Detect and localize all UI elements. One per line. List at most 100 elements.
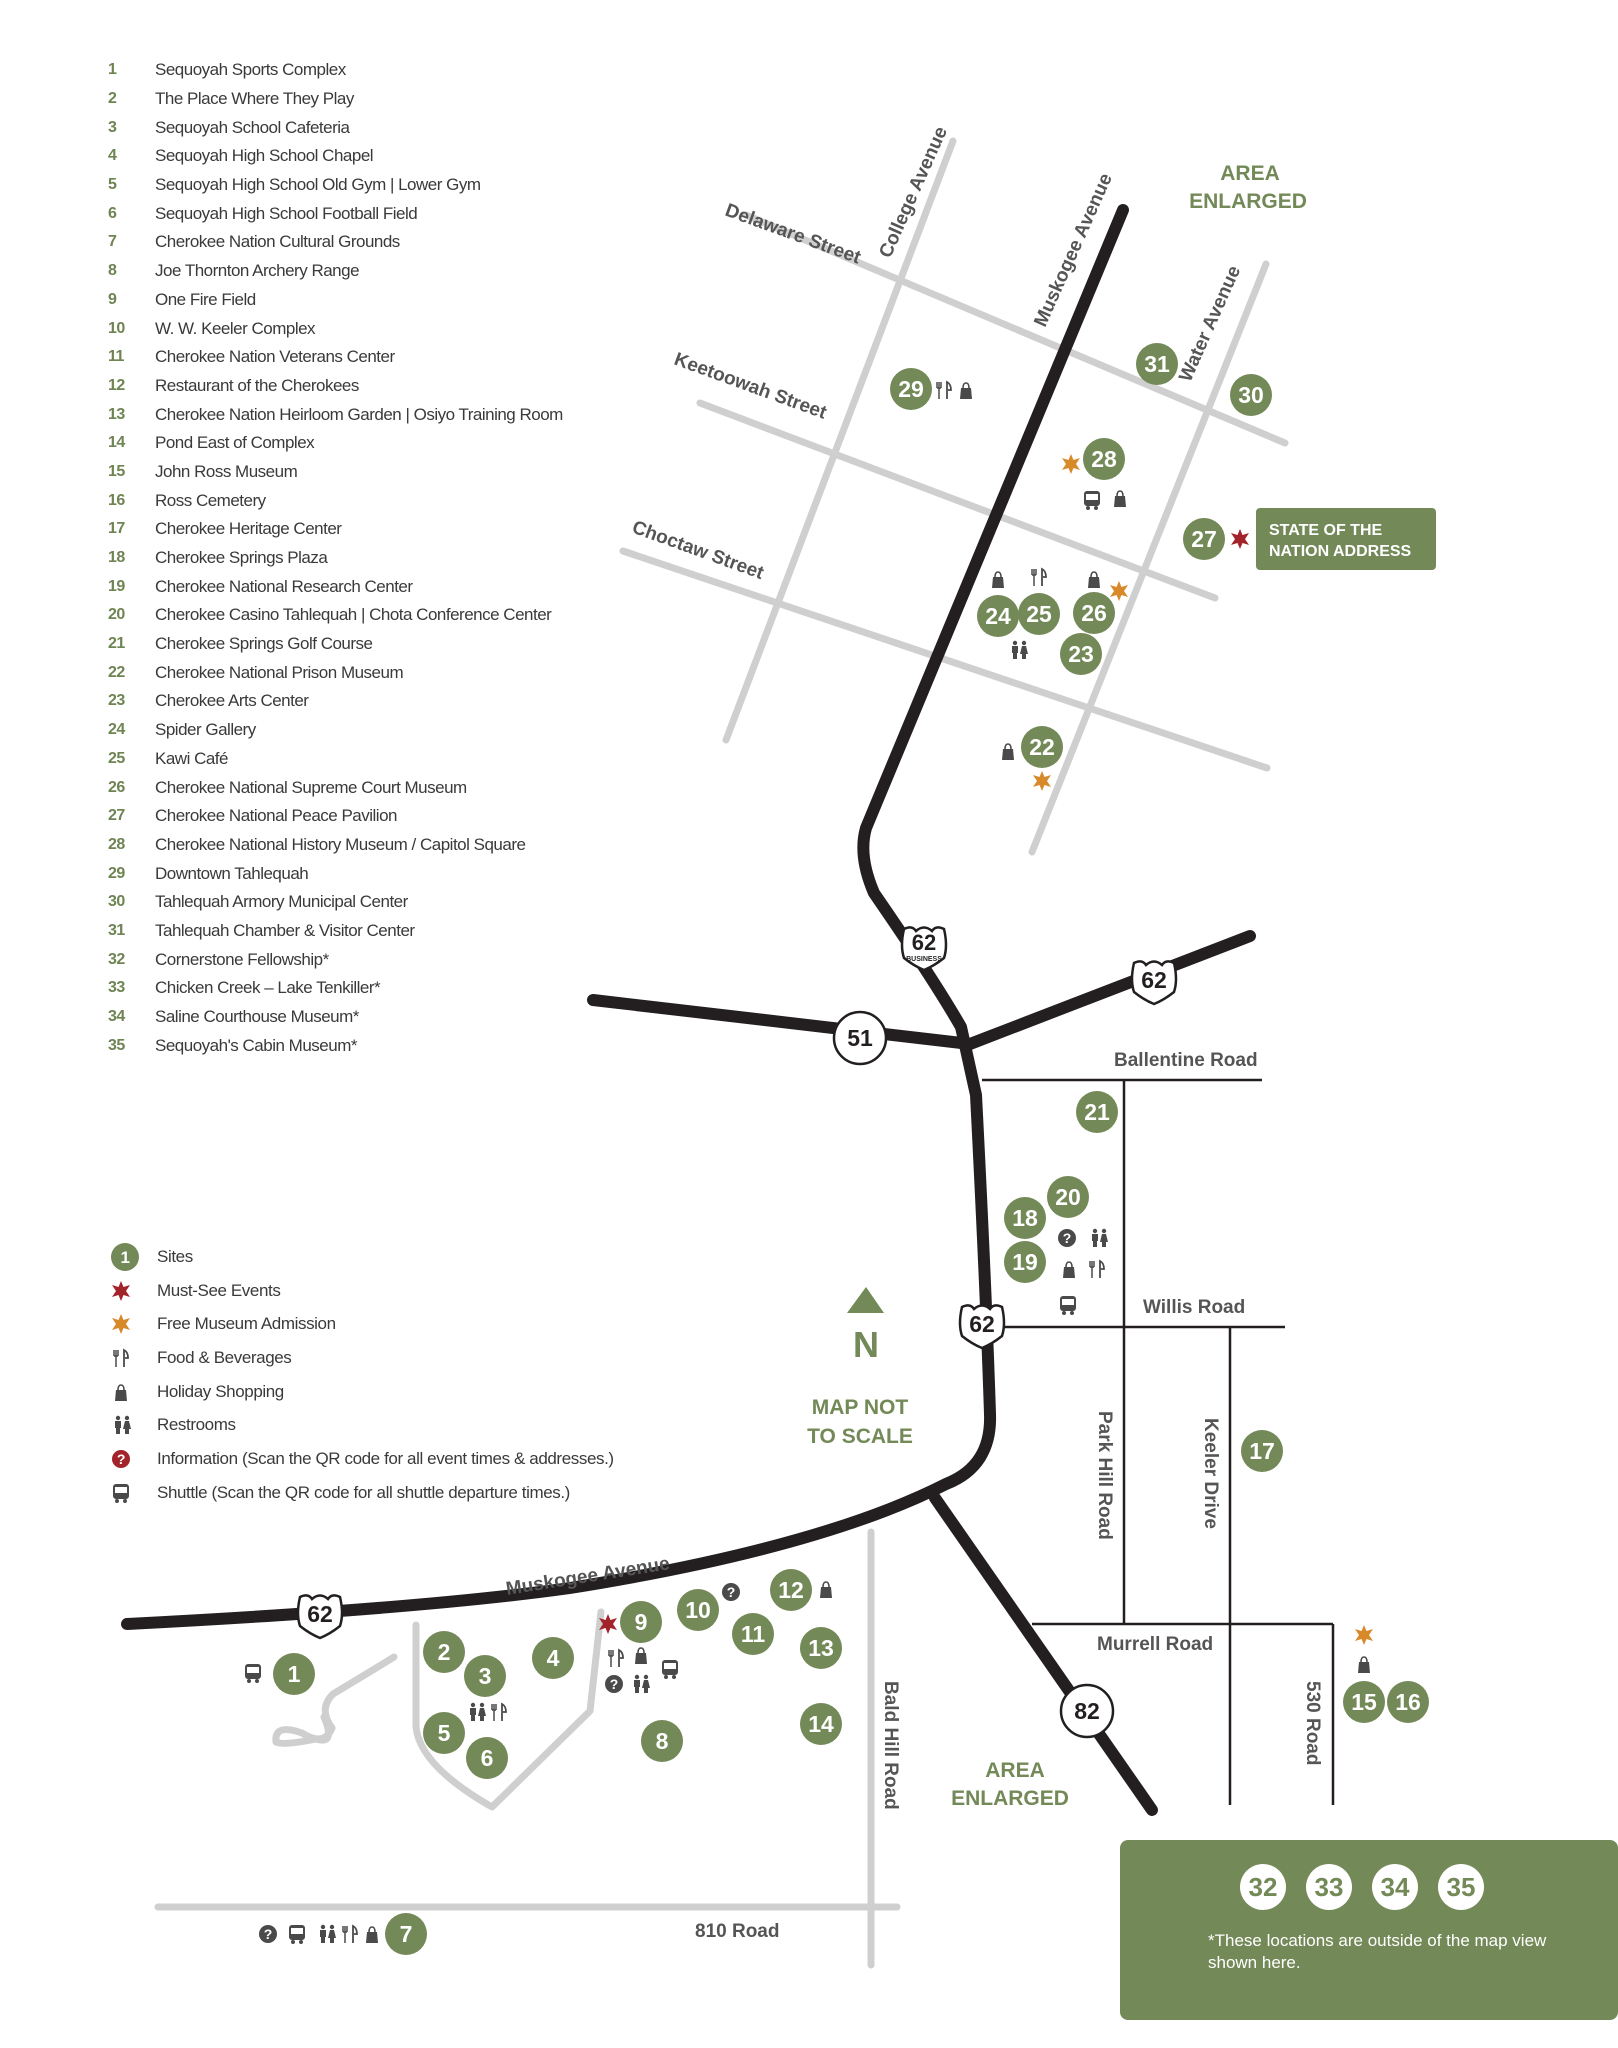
must-see-star-icon <box>108 1280 157 1302</box>
site-marker-34[interactable]: 34 <box>1372 1864 1418 1910</box>
svg-text:62: 62 <box>912 930 936 955</box>
information-icon <box>605 1675 623 1693</box>
svg-text:21: 21 <box>1084 1099 1110 1125</box>
site-marker-3[interactable]: 3 <box>464 1655 506 1697</box>
legend-item: Shuttle (Scan the QR code for all shuttl… <box>108 1476 614 1510</box>
site-marker-27[interactable]: 27 <box>1183 518 1225 560</box>
street-label-ballentine: Ballentine Road <box>1114 1050 1258 1071</box>
site-name: Ross Cemetery <box>155 490 266 510</box>
site-name: Cherokee Heritage Center <box>155 519 342 539</box>
site-marker-29[interactable]: 29 <box>890 368 932 410</box>
site-marker-19[interactable]: 19 <box>1004 1241 1046 1283</box>
site-marker-1[interactable]: 1 <box>273 1653 315 1695</box>
svg-text:9: 9 <box>635 1609 648 1635</box>
site-marker-16[interactable]: 16 <box>1387 1681 1429 1723</box>
site-marker-14[interactable]: 14 <box>800 1703 842 1745</box>
svg-text:19: 19 <box>1012 1249 1038 1275</box>
legend-item: Restrooms <box>108 1408 614 1442</box>
site-marker-6[interactable]: 6 <box>466 1737 508 1779</box>
street-label-park-hill: Park Hill Road <box>1094 1411 1115 1540</box>
site-marker-15[interactable]: 15 <box>1343 1681 1385 1723</box>
shopping-bag-icon <box>365 1926 379 1944</box>
site-marker-25[interactable]: 25 <box>1018 593 1060 635</box>
svg-text:82: 82 <box>1074 1698 1100 1724</box>
site-marker-11[interactable]: 11 <box>732 1613 774 1655</box>
street-label-murrell: Murrell Road <box>1097 1634 1213 1655</box>
site-marker-17[interactable]: 17 <box>1241 1430 1283 1472</box>
site-number: 17 <box>108 520 125 538</box>
site-marker-8[interactable]: 8 <box>641 1720 683 1762</box>
site-marker-5[interactable]: 5 <box>423 1712 465 1754</box>
svg-text:MAP NOT: MAP NOT <box>812 1396 909 1419</box>
svg-text:1: 1 <box>288 1661 301 1687</box>
site-marker-22[interactable]: 22 <box>1021 726 1063 768</box>
svg-text:62: 62 <box>1141 967 1167 993</box>
street-label-willis: Willis Road <box>1143 1297 1245 1318</box>
legend-label: Food & Beverages <box>157 1347 292 1367</box>
shuttle-bus-icon <box>108 1482 157 1504</box>
site-number: 14 <box>108 434 125 452</box>
site-name: Tahlequah Chamber & Visitor Center <box>155 920 415 940</box>
legend-label: Sites <box>157 1246 193 1266</box>
site-marker-30[interactable]: 30 <box>1230 374 1272 416</box>
shopping-bag-icon <box>959 382 973 400</box>
site-number: 1 <box>108 61 117 79</box>
site-marker-32[interactable]: 32 <box>1240 1864 1286 1910</box>
site-number: 4 <box>108 147 117 165</box>
site-name: W. W. Keeler Complex <box>155 318 316 338</box>
restroom-icon <box>470 1702 486 1721</box>
site-marker-13[interactable]: 13 <box>800 1627 842 1669</box>
site-name: Sequoyah Sports Complex <box>155 60 346 80</box>
site-name: One Fire Field <box>155 289 256 309</box>
north-arrow: N <box>847 1287 884 1365</box>
site-marker-2[interactable]: 2 <box>423 1631 465 1673</box>
legend-label: Shuttle (Scan the QR code for all shuttl… <box>157 1482 570 1502</box>
fork-knife-icon <box>936 381 952 400</box>
svg-text:20: 20 <box>1055 1184 1081 1210</box>
site-marker-35[interactable]: 35 <box>1438 1864 1484 1910</box>
outside-locations-panel: 32 33 34 35 *These locations are outside… <box>1120 1840 1618 2020</box>
free-admission-star-icon <box>1033 771 1051 791</box>
site-marker-23[interactable]: 23 <box>1060 633 1102 675</box>
site-marker-18[interactable]: 18 <box>1004 1197 1046 1239</box>
restroom-icon <box>1092 1228 1108 1247</box>
site-marker-26[interactable]: 26 <box>1073 592 1115 634</box>
street-label-water: Water Avenue <box>1175 263 1245 385</box>
site-marker-9[interactable]: 9 <box>620 1601 662 1643</box>
svg-text:30: 30 <box>1238 382 1264 408</box>
site-number: 35 <box>108 1036 125 1054</box>
site-marker-33[interactable]: 33 <box>1306 1864 1352 1910</box>
fork-knife-icon <box>608 1649 624 1668</box>
shopping-bag-icon <box>1062 1261 1076 1279</box>
site-marker-7[interactable]: 7 <box>385 1913 427 1955</box>
site-marker-24[interactable]: 24 <box>977 595 1019 637</box>
legend-label: Restrooms <box>157 1415 236 1435</box>
site-marker-28[interactable]: 28 <box>1083 438 1125 480</box>
svg-text:24: 24 <box>985 603 1011 629</box>
site-marker-21[interactable]: 21 <box>1076 1091 1118 1133</box>
svg-text:ENLARGED: ENLARGED <box>1189 190 1307 213</box>
site-name: Downtown Tahlequah <box>155 863 309 883</box>
site-number: 24 <box>108 721 125 739</box>
site-name: Cherokee Nation Heirloom Garden | Osiyo … <box>155 404 563 424</box>
site-name: Cherokee Arts Center <box>155 691 309 711</box>
site-marker-10[interactable]: 10 <box>677 1589 719 1631</box>
site-marker-31[interactable]: 31 <box>1136 343 1178 385</box>
information-icon <box>1058 1229 1076 1247</box>
site-marker-12[interactable]: 12 <box>770 1569 812 1611</box>
svg-text:12: 12 <box>778 1577 804 1603</box>
site-number: 16 <box>108 491 125 509</box>
site-marker-4[interactable]: 4 <box>532 1637 574 1679</box>
site-number: 19 <box>108 577 125 595</box>
site-number: 28 <box>108 835 125 853</box>
site-marker-20[interactable]: 20 <box>1047 1176 1089 1218</box>
site-markers: 1 2 3 4 5 6 7 8 9 10 11 12 13 14 15 16 1… <box>273 343 1429 1955</box>
svg-text:26: 26 <box>1081 600 1107 626</box>
svg-text:1: 1 <box>120 1248 129 1267</box>
